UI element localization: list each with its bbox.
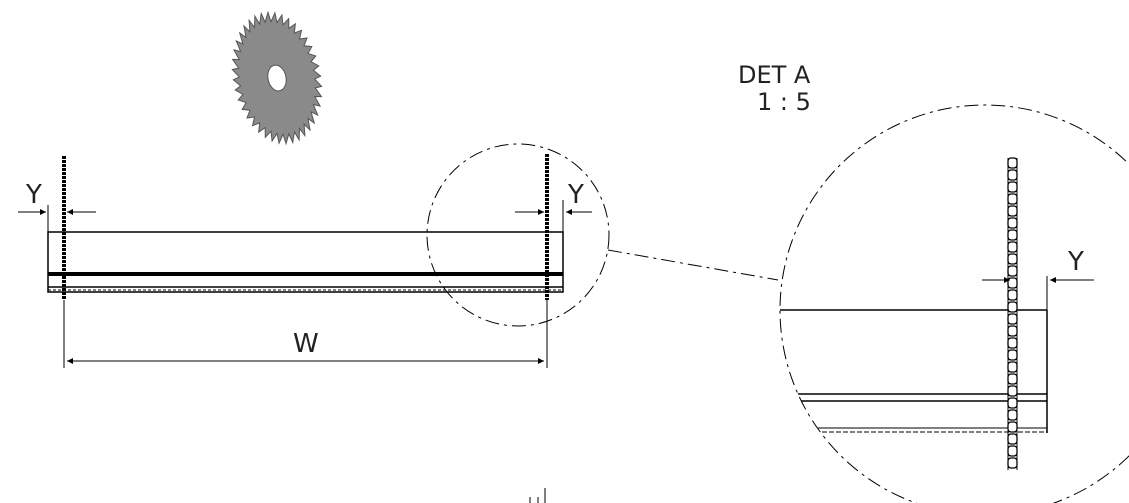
chain-link [1007,361,1018,373]
saw-blade-icon [231,10,323,146]
chain-link [1007,385,1018,397]
dimension-y-right: Y [515,180,592,232]
chain-link [1007,301,1018,313]
partial-mark [529,488,546,503]
chain-link [1007,253,1018,265]
chain-link [1007,157,1018,169]
chain-link [1007,205,1018,217]
detail-a-view: Y [779,104,1129,503]
chain-link [1007,217,1018,229]
y-label-right: Y [567,180,584,210]
detail-title: DET A [738,61,811,89]
beam-main-view [47,231,564,293]
chain-link [1007,421,1018,433]
detail-callout-circle [426,143,779,327]
chain-link [1007,265,1018,277]
dimension-w: W [63,300,548,368]
chain-link [1007,397,1018,409]
chain-link [1007,289,1018,301]
chain-link [1007,313,1018,325]
chain-link [1007,433,1018,445]
chain-link [1007,373,1018,385]
chain-link [1007,349,1018,361]
chain-link [1007,193,1018,205]
detail-chain [1007,157,1018,470]
y-label-left: Y [25,180,42,210]
chain-link [1007,181,1018,193]
chain-link [1007,169,1018,181]
y-label-detail: Y [1067,247,1084,277]
chain-link [1007,337,1018,349]
chain-link [1007,445,1018,457]
chain-link [1007,241,1018,253]
chain-link [1007,409,1018,421]
chain-link [1007,325,1018,337]
detail-scale: 1 : 5 [757,88,811,116]
w-label: W [293,329,319,359]
chain-link [1007,457,1018,469]
dimension-y-left: Y [18,180,96,232]
chain-link [1007,229,1018,241]
